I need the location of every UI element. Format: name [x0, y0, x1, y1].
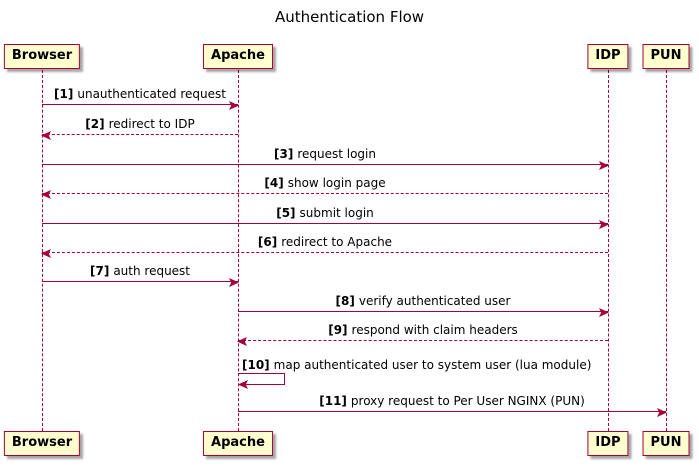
arrowhead-right-icon	[599, 161, 609, 170]
message-text: proxy request to Per User NGINX (PUN)	[350, 394, 585, 408]
message-10-self: [10]map authenticated user to system use…	[238, 359, 591, 389]
message-line	[41, 190, 608, 199]
message-label: [5]submit login	[42, 207, 608, 220]
lifeline-browser	[42, 70, 43, 431]
message-label: [2]redirect to IDP	[42, 118, 238, 131]
message-line	[41, 131, 238, 140]
participant-browser-bottom: Browser	[3, 431, 81, 456]
lifeline-idp	[608, 70, 609, 431]
participant-browser-top: Browser	[3, 44, 81, 69]
participant-pun-top: PUN	[642, 44, 690, 69]
message-seq: [4]	[264, 176, 284, 190]
message-label: [7]auth request	[42, 265, 238, 278]
message-line	[42, 101, 239, 110]
message-seq: [11]	[319, 394, 347, 408]
arrowhead-left-icon	[41, 190, 51, 199]
message-label: [1]unauthenticated request	[42, 88, 238, 101]
message-seq: [5]	[276, 206, 296, 220]
diagram-title: Authentication Flow	[274, 8, 425, 26]
message-text: redirect to Apache	[281, 235, 393, 249]
arrowhead-left-icon	[237, 337, 247, 346]
arrowhead-right-icon	[599, 220, 609, 229]
arrowhead-left-icon	[41, 131, 51, 140]
message-seq: [2]	[85, 117, 105, 131]
participant-pun-bottom: PUN	[642, 431, 690, 456]
message-label: [11]proxy request to Per User NGINX (PUN…	[238, 395, 666, 408]
message-label: [6]redirect to Apache	[42, 236, 608, 249]
message-line	[237, 337, 608, 346]
message-text: request login	[297, 147, 376, 161]
message-text: auth request	[113, 264, 191, 278]
message-line	[42, 278, 239, 287]
message-line	[42, 220, 609, 229]
message-line	[41, 249, 608, 258]
message-text: submit login	[299, 206, 374, 220]
message-seq: [1]	[54, 87, 74, 101]
lifeline-pun	[666, 70, 667, 431]
arrowhead-right-icon	[657, 408, 667, 417]
message-seq: [8]	[335, 294, 355, 308]
message-text: show login page	[287, 176, 386, 190]
message-text: unauthenticated request	[77, 87, 226, 101]
message-label: [4]show login page	[42, 177, 608, 190]
message-seq: [7]	[89, 264, 110, 278]
message-seq: [10]	[242, 358, 270, 372]
message-seq: [3]	[274, 147, 294, 161]
message-seq: [9]	[328, 323, 348, 337]
message-label: [9]respond with claim headers	[238, 324, 608, 337]
message-seq: [6]	[257, 235, 278, 249]
participant-apache-top: Apache	[203, 44, 273, 69]
message-label: [8]verify authenticated user	[238, 295, 608, 308]
participant-idp-top: IDP	[587, 44, 629, 69]
message-label: [10]map authenticated user to system use…	[242, 359, 591, 372]
lifeline-apache	[238, 70, 239, 431]
arrowhead-right-icon	[229, 101, 239, 110]
message-text: redirect to IDP	[108, 117, 195, 131]
message-text: map authenticated user to system user (l…	[273, 358, 592, 372]
message-label: [3]request login	[42, 148, 608, 161]
arrowhead-left-icon	[238, 380, 248, 389]
participant-idp-bottom: IDP	[587, 431, 629, 456]
arrowhead-right-icon	[229, 278, 239, 287]
message-line	[238, 408, 667, 417]
message-text: verify authenticated user	[358, 294, 511, 308]
arrowhead-left-icon	[41, 249, 51, 258]
arrowhead-right-icon	[599, 308, 609, 317]
participant-apache-bottom: Apache	[203, 431, 273, 456]
message-text: respond with claim headers	[351, 323, 518, 337]
message-line	[238, 308, 609, 317]
message-line	[42, 161, 609, 170]
